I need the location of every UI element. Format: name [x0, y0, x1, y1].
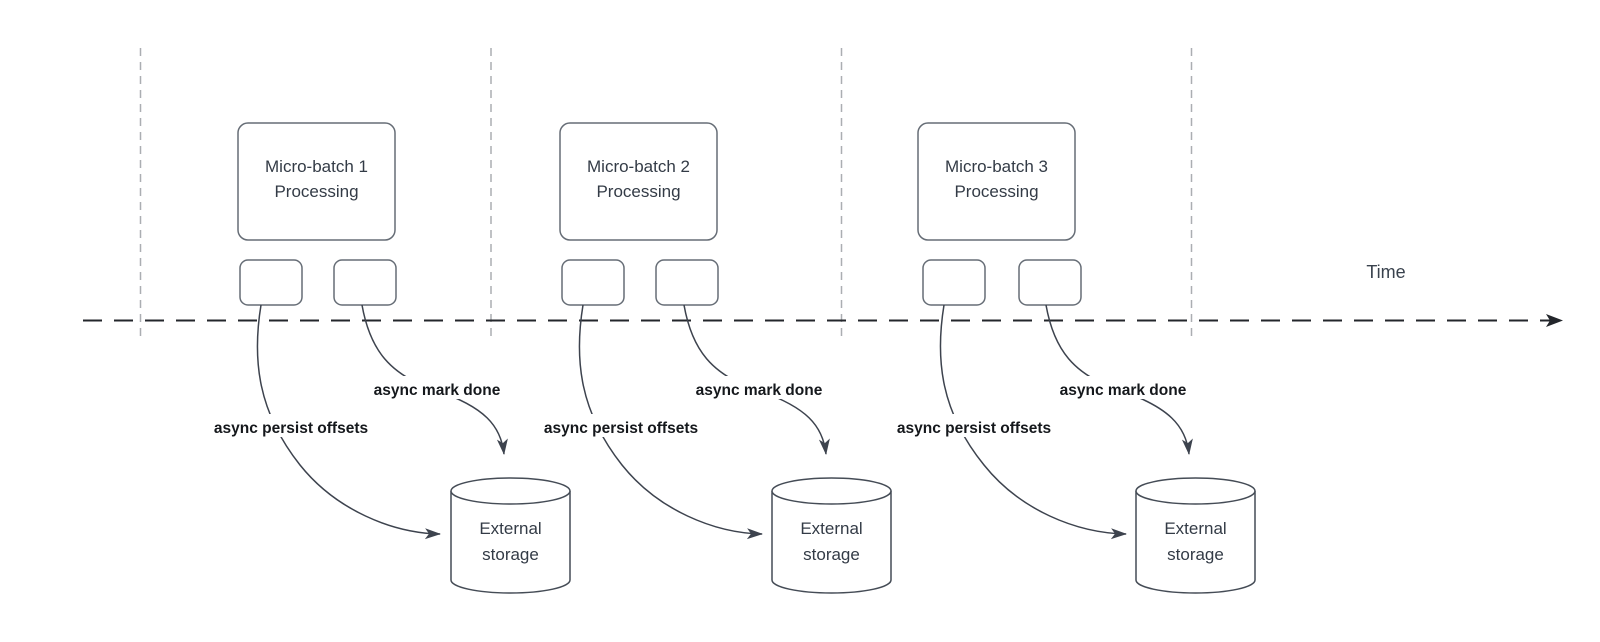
external-storage-cylinder-3: External storage — [1135, 477, 1256, 594]
external-storage-label-3-line2: storage — [1167, 545, 1224, 564]
microbatch-2-processing-box — [559, 122, 718, 241]
external-storage-cylinder-1: External storage — [450, 477, 571, 594]
time-axis-label: Time — [1366, 262, 1405, 282]
persist-offsets-arrow-1 — [256, 304, 441, 540]
microbatch-3-title-line2: Processing — [954, 182, 1038, 201]
external-storage-label-2-line1: External — [800, 519, 862, 538]
mark-done-label-bg-2 — [684, 376, 834, 399]
persist-offsets-arrow-3 — [939, 304, 1127, 540]
external-storage-label-2-line2: storage — [803, 545, 860, 564]
persist-offsets-label-bg-2 — [532, 414, 710, 437]
external-storage-label-3-line1: External — [1164, 519, 1226, 538]
persist-offsets-label-bg-1 — [202, 414, 380, 437]
microbatch-3-title-line1: Micro-batch 3 — [945, 157, 1048, 176]
microbatch-3-done-task-box — [1018, 259, 1082, 306]
persist-offsets-label-2: async persist offsets — [544, 420, 698, 437]
microbatch-group-1: Micro-batch 1 Processing async persist o… — [202, 122, 571, 594]
microbatch-3-processing-box — [917, 122, 1076, 241]
microbatch-1-offsets-task-box — [239, 259, 303, 306]
microbatch-group-2: Micro-batch 2 Processing async persist o… — [532, 122, 892, 594]
microbatch-1-processing-box — [237, 122, 396, 241]
persist-offsets-label-1: async persist offsets — [214, 420, 368, 437]
microbatch-2-title-line1: Micro-batch 2 — [587, 157, 690, 176]
persist-offsets-label-3: async persist offsets — [897, 420, 1051, 437]
persist-offsets-label-bg-3 — [885, 414, 1063, 437]
microbatch-2-title-line2: Processing — [596, 182, 680, 201]
microbatch-3-offsets-task-box — [922, 259, 986, 306]
external-storage-label-1-line2: storage — [482, 545, 539, 564]
mark-done-label-1: async mark done — [374, 382, 501, 399]
microbatch-1-title-line2: Processing — [274, 182, 358, 201]
mark-done-label-2: async mark done — [696, 382, 823, 399]
microbatch-group-3: Micro-batch 3 Processing async persist o… — [885, 122, 1256, 594]
external-storage-label-1-line1: External — [479, 519, 541, 538]
mark-done-label-bg-1 — [362, 376, 512, 399]
microbatch-2-offsets-task-box — [561, 259, 625, 306]
external-storage-cylinder-2: External storage — [771, 477, 892, 594]
persist-offsets-arrow-2 — [578, 304, 763, 540]
mark-done-label-3: async mark done — [1060, 382, 1187, 399]
microbatch-1-title-line1: Micro-batch 1 — [265, 157, 368, 176]
mark-done-label-bg-3 — [1048, 376, 1198, 399]
microbatch-1-done-task-box — [333, 259, 397, 306]
microbatch-2-done-task-box — [655, 259, 719, 306]
